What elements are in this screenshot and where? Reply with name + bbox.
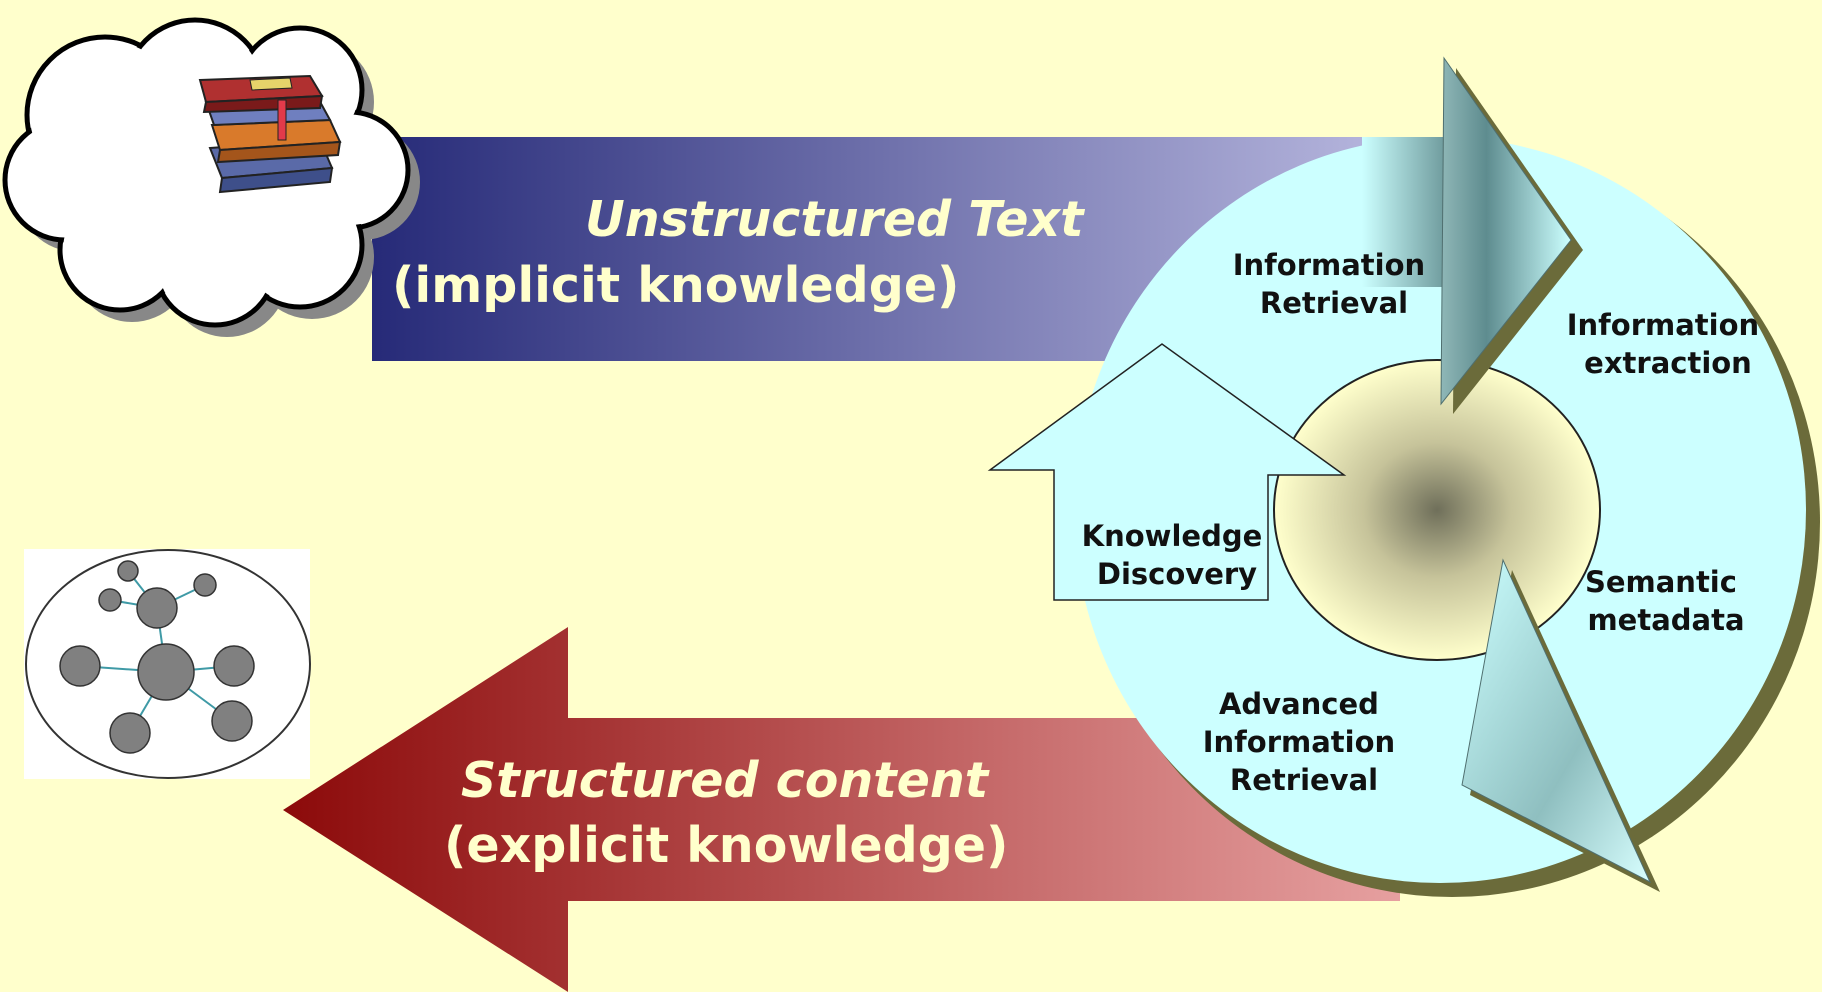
unstructured-text-title: Unstructured Text (585, 191, 1085, 248)
knowledge-cycle: Information Retrieval Information extrac… (987, 56, 1820, 897)
label-information-extraction: Information extraction (1567, 308, 1770, 380)
thought-cloud-icon (2, 17, 420, 337)
cycle-center-hub (1273, 359, 1601, 661)
label-semantic-metadata: Semantic metadata (1585, 565, 1747, 637)
structured-content-arrow: Structured content (explicit knowledge) (283, 627, 1400, 992)
implicit-knowledge-subtitle: (implicit knowledge) (392, 257, 959, 314)
knowledge-discovery-arrow (987, 343, 1347, 601)
label-information-retrieval: Information Retrieval (1233, 248, 1436, 320)
book-stack-icon (198, 74, 342, 194)
retrieval-arrow (1440, 56, 1572, 406)
explicit-knowledge-subtitle: (explicit knowledge) (444, 817, 1008, 874)
network-graph-icon (24, 549, 311, 779)
label-knowledge-discovery: Knowledge Discovery (1082, 519, 1273, 591)
label-advanced-information-retrieval: Advanced Information Retrieval (1203, 687, 1406, 797)
structured-content-title: Structured content (461, 752, 990, 809)
retrieval-lower-arrow (1461, 558, 1652, 884)
